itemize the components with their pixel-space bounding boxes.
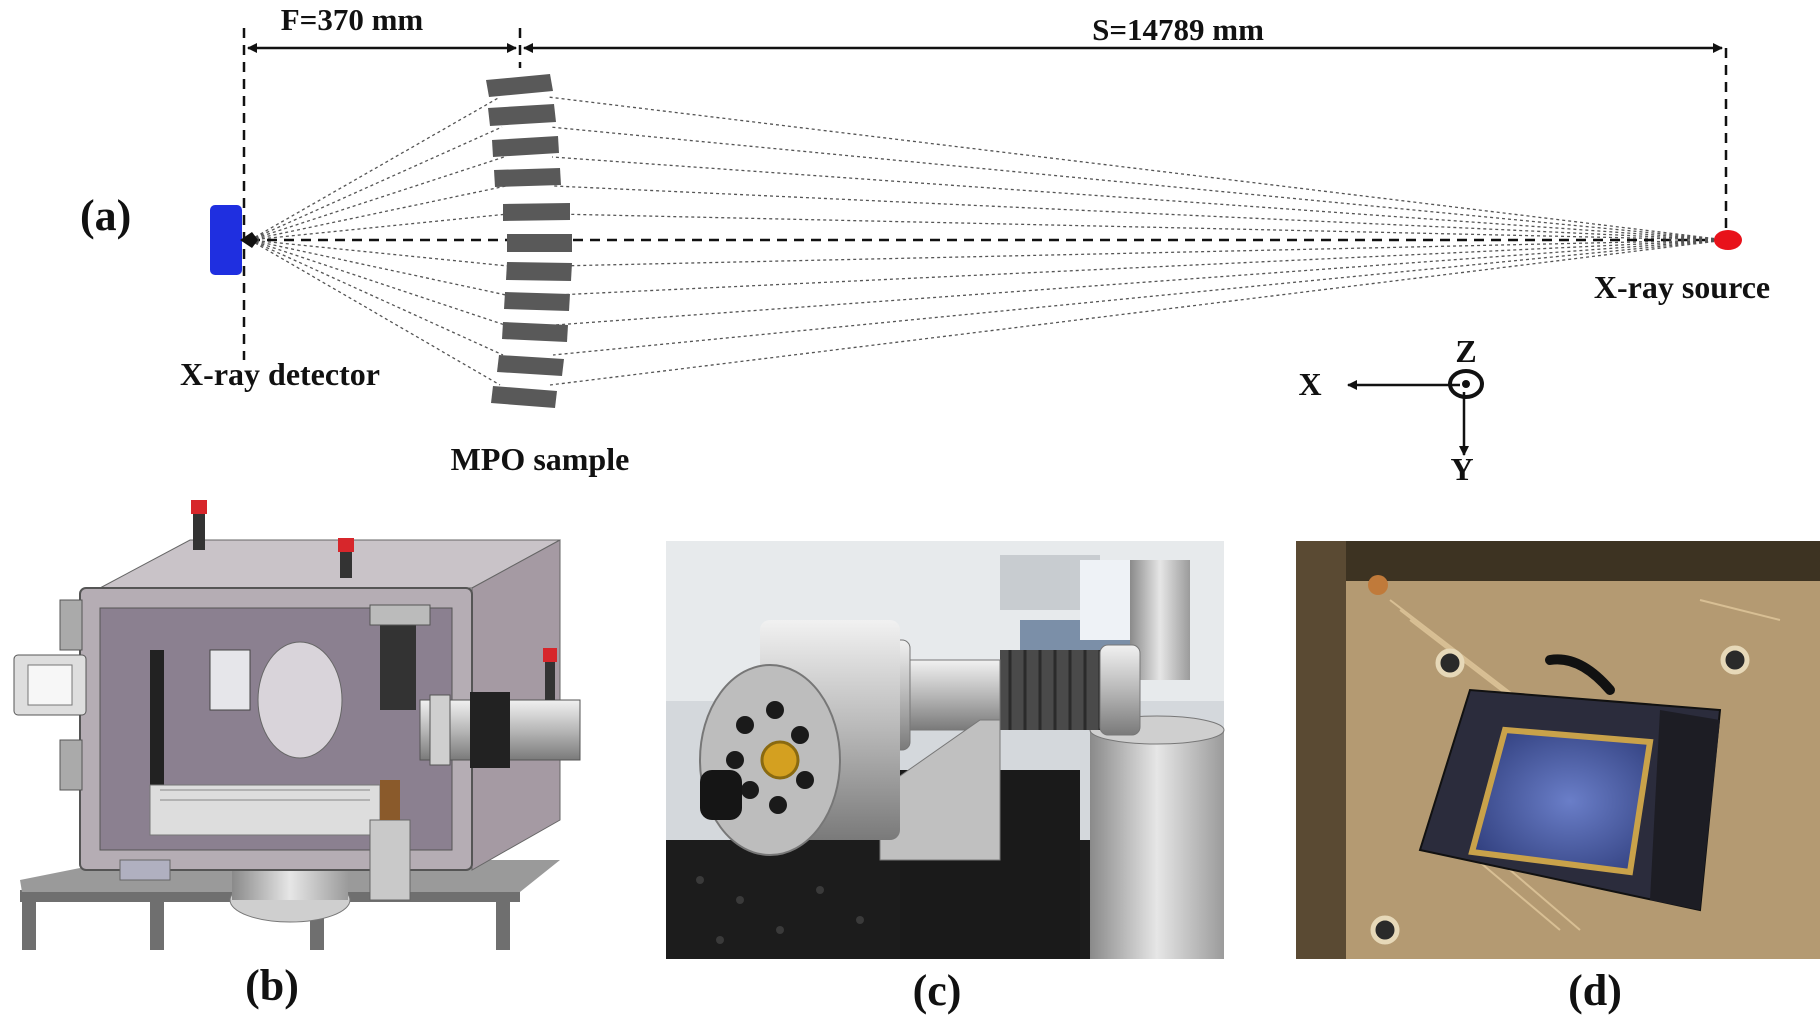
panel-d-image (1296, 541, 1820, 959)
coordinate-axes: X Y Z (1298, 333, 1484, 487)
x-ray-source-label: X-ray source (1594, 269, 1770, 305)
panel-a-label: (a) (80, 191, 131, 240)
x-ray-detector-label: X-ray detector (180, 356, 380, 392)
panel-b-image (13, 500, 581, 950)
ccd-sensor (1468, 726, 1654, 876)
x-axis-label: X (1298, 366, 1321, 402)
y-axis-label: Y (1450, 451, 1473, 487)
mpo-sample-label: MPO sample (451, 441, 630, 477)
panel-b-label: (b) (245, 961, 299, 1010)
panel-a: (a) F=370 mm S=14789 mm (80, 2, 1770, 487)
panel-c-image (666, 541, 1225, 959)
focused-ray-fan (249, 96, 509, 386)
panel-c-label: (c) (913, 966, 962, 1015)
mpo-sample (486, 74, 572, 408)
panel-d-label: (d) (1568, 966, 1622, 1015)
incident-ray-fan (547, 96, 1727, 386)
z-axis-label: Z (1455, 333, 1476, 369)
detector-focus-point (240, 232, 258, 248)
z-axis-icon (1448, 369, 1484, 399)
x-ray-detector (210, 205, 242, 275)
x-ray-source-point (1714, 230, 1742, 250)
focal-length-label: F=370 mm (281, 2, 424, 37)
source-distance-label: S=14789 mm (1092, 12, 1264, 47)
